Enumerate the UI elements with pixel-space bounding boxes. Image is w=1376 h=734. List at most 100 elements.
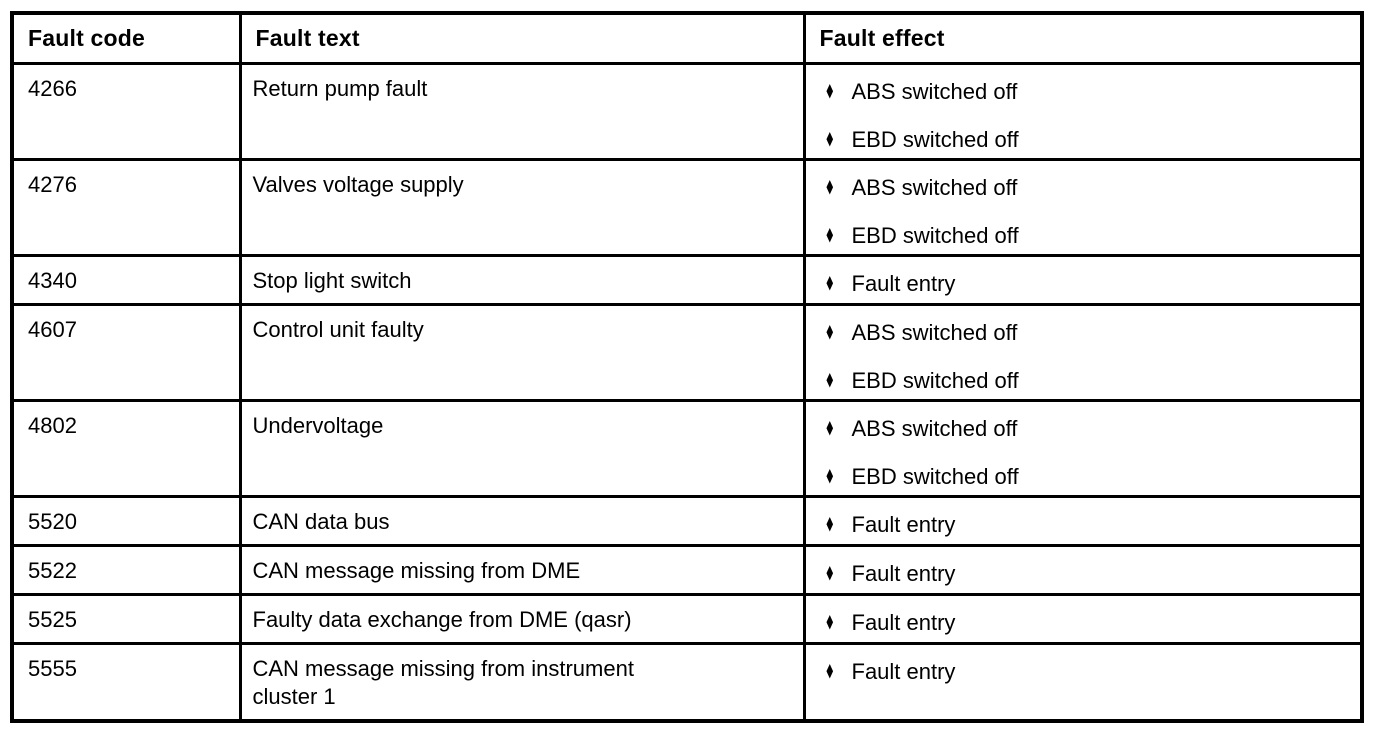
effect-label: Fault entry bbox=[851, 610, 956, 635]
effect-item: ♦ Fault entry bbox=[807, 270, 1356, 298]
effect-item: ♦ ABS switched off bbox=[807, 319, 1356, 347]
effect-label: EBD switched off bbox=[851, 127, 1019, 152]
fault-code-cell: 5522 bbox=[10, 544, 242, 596]
fault-effect-cell: ♦ ABS switched off ♦ EBD switched off bbox=[802, 399, 1364, 498]
fault-code-cell: 4266 bbox=[10, 62, 242, 161]
fault-text-value: Faulty data exchange from DME (qasr) bbox=[252, 607, 632, 632]
table-row: 4607 Control unit faulty ♦ ABS switched o… bbox=[10, 303, 1364, 402]
table-row: 4802 Undervoltage ♦ ABS switched off ♦ EBD … bbox=[10, 399, 1364, 498]
fault-text-cell: Stop light switch bbox=[238, 254, 806, 306]
effect-item: ♦ Fault entry bbox=[807, 511, 1356, 539]
fault-code-value: 5520 bbox=[28, 509, 77, 534]
column-header-fault-text: Fault text bbox=[238, 11, 806, 65]
diamond-bullet-icon: ♦ bbox=[823, 417, 835, 441]
fault-code-value: 4340 bbox=[28, 268, 77, 293]
fault-text-cell: Faulty data exchange from DME (qasr) bbox=[238, 593, 806, 645]
effect-item: ♦ ABS switched off bbox=[807, 78, 1356, 106]
fault-code-value: 4607 bbox=[28, 317, 77, 342]
fault-text-value: Stop light switch bbox=[252, 268, 412, 293]
fault-code-value: 5525 bbox=[28, 607, 77, 632]
fault-code-value: 5555 bbox=[28, 656, 77, 681]
fault-code-table: Fault code Fault text Fault effect 4266 … bbox=[10, 11, 1364, 723]
fault-text-value: CAN data bus bbox=[252, 509, 390, 534]
column-header-fault-effect: Fault effect bbox=[802, 11, 1364, 65]
effect-item: ♦ Fault entry bbox=[807, 609, 1356, 637]
diamond-bullet-icon: ♦ bbox=[823, 465, 835, 489]
fault-table-header: Fault code Fault text Fault effect bbox=[10, 11, 1364, 65]
fault-text-cell: Control unit faulty bbox=[238, 303, 806, 402]
fault-text-value: CAN message missing from DME bbox=[252, 558, 581, 583]
fault-code-cell: 5525 bbox=[10, 593, 242, 645]
fault-effect-cell: ♦ ABS switched off ♦ EBD switched off bbox=[802, 62, 1364, 161]
fault-effect-cell: ♦ Fault entry bbox=[802, 642, 1364, 723]
effect-label: Fault entry bbox=[851, 271, 956, 296]
effect-label: Fault entry bbox=[851, 512, 956, 537]
fault-text-cell: Valves voltage supply bbox=[238, 158, 806, 257]
fault-code-cell: 4607 bbox=[10, 303, 242, 402]
fault-code-cell: 5555 bbox=[10, 642, 242, 723]
effect-label: ABS switched off bbox=[851, 79, 1018, 104]
fault-text-value: CAN message missing from instrument clus… bbox=[252, 656, 634, 709]
effect-label: Fault entry bbox=[851, 561, 956, 586]
diamond-bullet-icon: ♦ bbox=[823, 128, 835, 152]
effect-label: EBD switched off bbox=[851, 223, 1019, 248]
fault-code-value: 4276 bbox=[28, 172, 77, 197]
diamond-bullet-icon: ♦ bbox=[823, 80, 835, 104]
effect-label: ABS switched off bbox=[851, 320, 1018, 345]
fault-effect-cell: ♦ ABS switched off ♦ EBD switched off bbox=[802, 158, 1364, 257]
effect-item: ♦ Fault entry bbox=[807, 658, 1356, 686]
fault-effect-cell: ♦ ABS switched off ♦ EBD switched off bbox=[802, 303, 1364, 402]
table-row: 4266 Return pump fault ♦ ABS switched off… bbox=[10, 62, 1364, 161]
header-row: Fault code Fault text Fault effect bbox=[10, 11, 1364, 65]
diamond-bullet-icon: ♦ bbox=[823, 176, 835, 200]
effect-item: ♦ EBD switched off bbox=[807, 463, 1356, 491]
fault-text-cell: CAN data bus bbox=[238, 495, 806, 547]
fault-table-body: 4266 Return pump fault ♦ ABS switched off… bbox=[10, 62, 1364, 723]
fault-text-cell: CAN message missing from instrument clus… bbox=[238, 642, 806, 723]
effect-item: ♦ Fault entry bbox=[807, 560, 1356, 588]
diamond-bullet-icon: ♦ bbox=[823, 369, 835, 393]
effect-item: ♦ EBD switched off bbox=[807, 222, 1356, 250]
fault-text-value: Control unit faulty bbox=[252, 317, 424, 342]
fault-effect-cell: ♦ Fault entry bbox=[802, 254, 1364, 306]
fault-effect-cell: ♦ Fault entry bbox=[802, 593, 1364, 645]
effect-item: ♦ EBD switched off bbox=[807, 126, 1356, 154]
diamond-bullet-icon: ♦ bbox=[823, 321, 835, 345]
fault-code-cell: 4802 bbox=[10, 399, 242, 498]
diamond-bullet-icon: ♦ bbox=[823, 611, 835, 635]
fault-text-cell: CAN message missing from DME bbox=[238, 544, 806, 596]
effect-item: ♦ ABS switched off bbox=[807, 415, 1356, 443]
effect-label: ABS switched off bbox=[851, 416, 1018, 441]
table-row: 4276 Valves voltage supply ♦ ABS switched… bbox=[10, 158, 1364, 257]
table-row: 5555 CAN message missing from instrument… bbox=[10, 642, 1364, 723]
fault-code-cell: 5520 bbox=[10, 495, 242, 547]
fault-text-value: Return pump fault bbox=[252, 76, 428, 101]
diamond-bullet-icon: ♦ bbox=[823, 224, 835, 248]
diamond-bullet-icon: ♦ bbox=[823, 562, 835, 586]
effect-label: Fault entry bbox=[851, 659, 956, 684]
effect-label: EBD switched off bbox=[851, 464, 1019, 489]
fault-code-cell: 4340 bbox=[10, 254, 242, 306]
fault-effect-cell: ♦ Fault entry bbox=[802, 544, 1364, 596]
effect-label: ABS switched off bbox=[851, 175, 1018, 200]
effect-item: ♦ ABS switched off bbox=[807, 174, 1356, 202]
diamond-bullet-icon: ♦ bbox=[823, 272, 835, 296]
fault-code-cell: 4276 bbox=[10, 158, 242, 257]
fault-code-value: 5522 bbox=[28, 558, 77, 583]
fault-text-value: Valves voltage supply bbox=[252, 172, 464, 197]
fault-text-value: Undervoltage bbox=[252, 413, 384, 438]
fault-code-value: 4266 bbox=[28, 76, 77, 101]
effect-item: ♦ EBD switched off bbox=[807, 367, 1356, 395]
fault-effect-cell: ♦ Fault entry bbox=[802, 495, 1364, 547]
diamond-bullet-icon: ♦ bbox=[823, 513, 835, 537]
fault-text-cell: Return pump fault bbox=[238, 62, 806, 161]
table-row: 5522 CAN message missing from DME ♦ Fault… bbox=[10, 544, 1364, 596]
diamond-bullet-icon: ♦ bbox=[823, 660, 835, 684]
table-row: 4340 Stop light switch ♦ Fault entry bbox=[10, 254, 1364, 306]
column-header-fault-code: Fault code bbox=[10, 11, 242, 65]
fault-code-value: 4802 bbox=[28, 413, 77, 438]
table-row: 5525 Faulty data exchange from DME (qasr… bbox=[10, 593, 1364, 645]
effect-label: EBD switched off bbox=[851, 368, 1019, 393]
fault-text-cell: Undervoltage bbox=[238, 399, 806, 498]
